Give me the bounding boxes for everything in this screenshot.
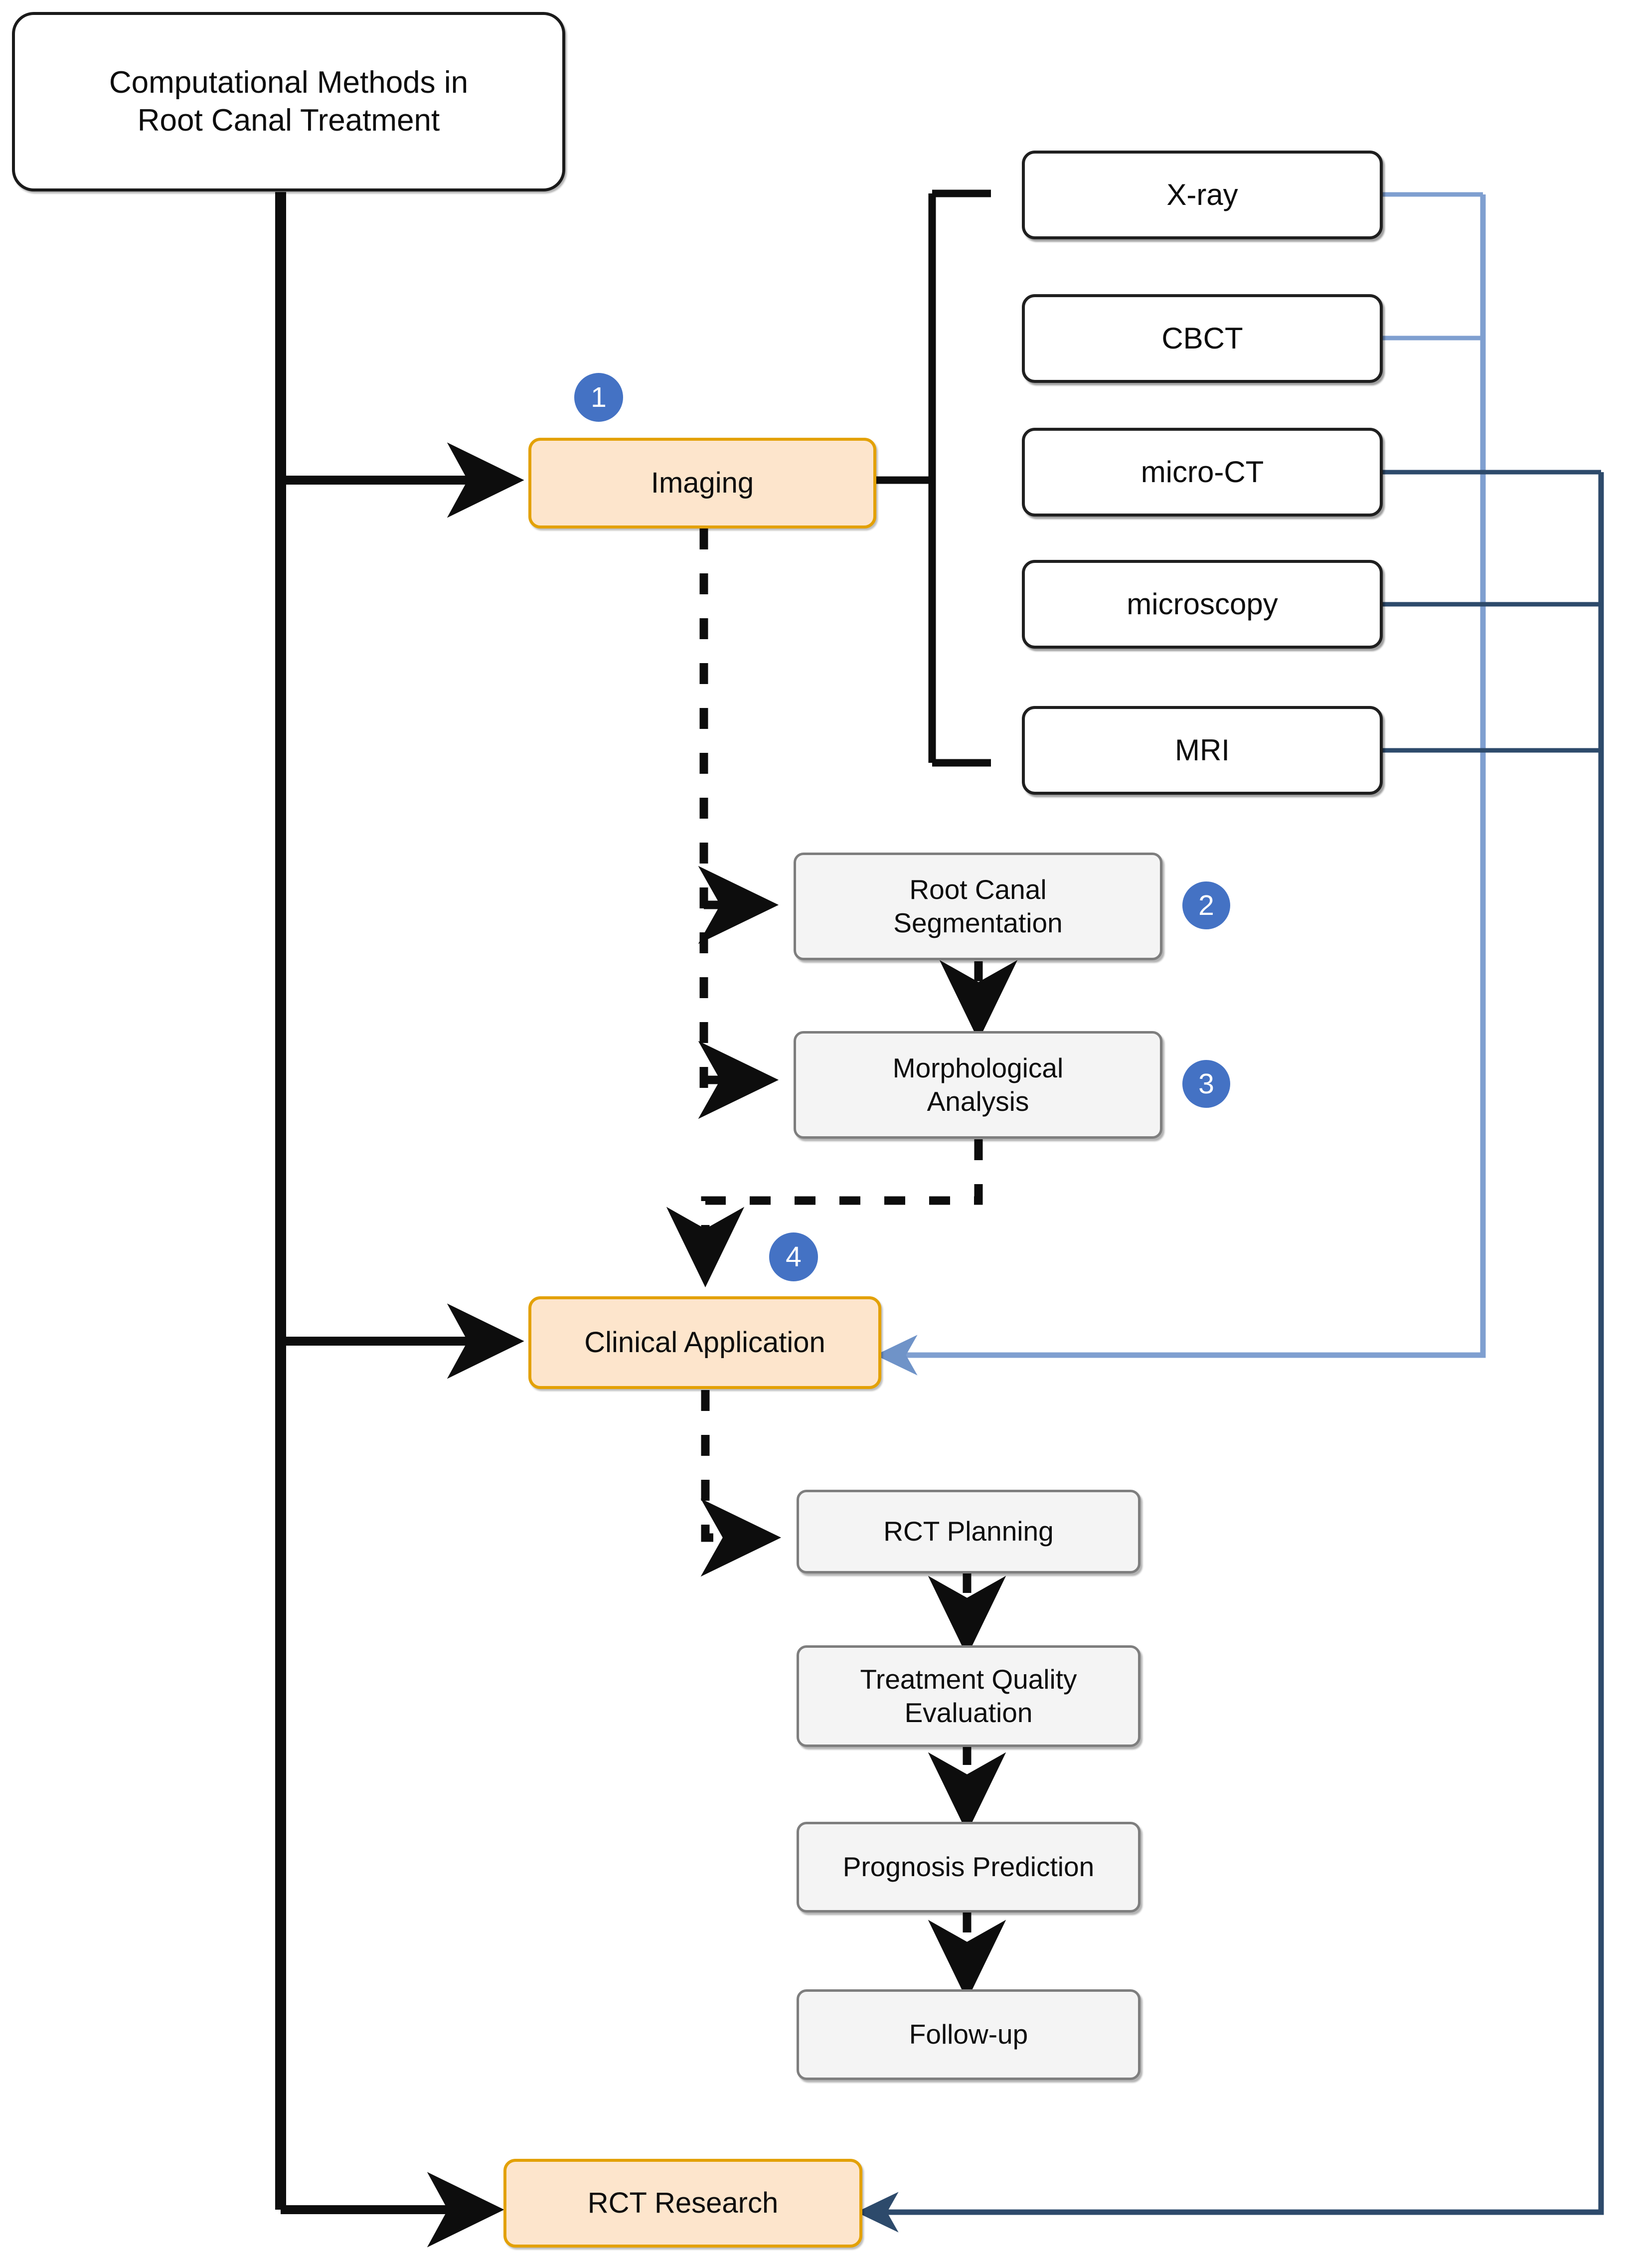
node-treatment-quality-evaluation[interactable]: Treatment Quality Evaluation [797, 1645, 1140, 1747]
node-prognosis-prediction-label: Prognosis Prediction [842, 1851, 1095, 1883]
badge-clinical-application-4: 4 [769, 1232, 818, 1281]
node-root-canal-segmentation-label: Root Canal Segmentation [893, 873, 1063, 938]
node-modality-micro-ct[interactable]: micro-CT [1022, 428, 1383, 517]
node-modality-mri-label: MRI [1175, 733, 1230, 767]
node-modality-x-ray-label: X-ray [1166, 178, 1238, 212]
node-root-canal-segmentation[interactable]: Root Canal Segmentation [794, 853, 1162, 960]
node-root-title-label: Computational Methods in Root Canal Trea… [109, 65, 469, 138]
badge-imaging-1: 1 [574, 373, 623, 422]
badge-morphological-analysis-3: 3 [1182, 1060, 1230, 1108]
node-modality-x-ray[interactable]: X-ray [1022, 151, 1383, 239]
node-follow-up-label: Follow-up [909, 2019, 1028, 2050]
node-follow-up[interactable]: Follow-up [797, 1989, 1140, 2080]
node-rct-planning[interactable]: RCT Planning [797, 1490, 1140, 1573]
node-morphological-analysis[interactable]: Morphological Analysis [794, 1031, 1162, 1139]
node-treatment-quality-evaluation-label: Treatment Quality Evaluation [860, 1663, 1077, 1728]
link-clinical-application-to-rct-planning [700, 1390, 782, 1577]
badge-root-canal-segmentation-2-value: 2 [1198, 889, 1214, 921]
node-prognosis-prediction[interactable]: Prognosis Prediction [797, 1822, 1140, 1913]
node-modality-cbct[interactable]: CBCT [1022, 294, 1383, 383]
node-clinical-application[interactable]: Clinical Application [528, 1296, 881, 1389]
node-modality-micro-ct-label: micro-CT [1140, 455, 1264, 489]
node-imaging-label: Imaging [650, 466, 754, 499]
node-rct-research-label: RCT Research [587, 2186, 779, 2219]
node-root-title[interactable]: Computational Methods in Root Canal Trea… [12, 12, 565, 191]
bracket-imaging-modalities [876, 189, 991, 767]
badge-morphological-analysis-3-value: 3 [1198, 1067, 1214, 1100]
node-clinical-application-label: Clinical Application [584, 1326, 825, 1359]
link-morphological-analysis-to-clinical-application [666, 1139, 983, 1288]
badge-imaging-1-value: 1 [591, 381, 607, 413]
node-modality-microscopy-label: microscopy [1127, 587, 1278, 621]
badge-clinical-application-4-value: 4 [786, 1240, 802, 1273]
node-modality-cbct-label: CBCT [1161, 322, 1243, 355]
node-rct-research[interactable]: RCT Research [503, 2159, 862, 2248]
node-imaging[interactable]: Imaging [528, 438, 876, 528]
node-modality-mri[interactable]: MRI [1022, 706, 1383, 795]
node-rct-planning-label: RCT Planning [883, 1516, 1054, 1547]
node-morphological-analysis-label: Morphological Analysis [892, 1052, 1064, 1117]
badge-root-canal-segmentation-2: 2 [1182, 881, 1230, 929]
node-modality-microscopy[interactable]: microscopy [1022, 560, 1383, 649]
